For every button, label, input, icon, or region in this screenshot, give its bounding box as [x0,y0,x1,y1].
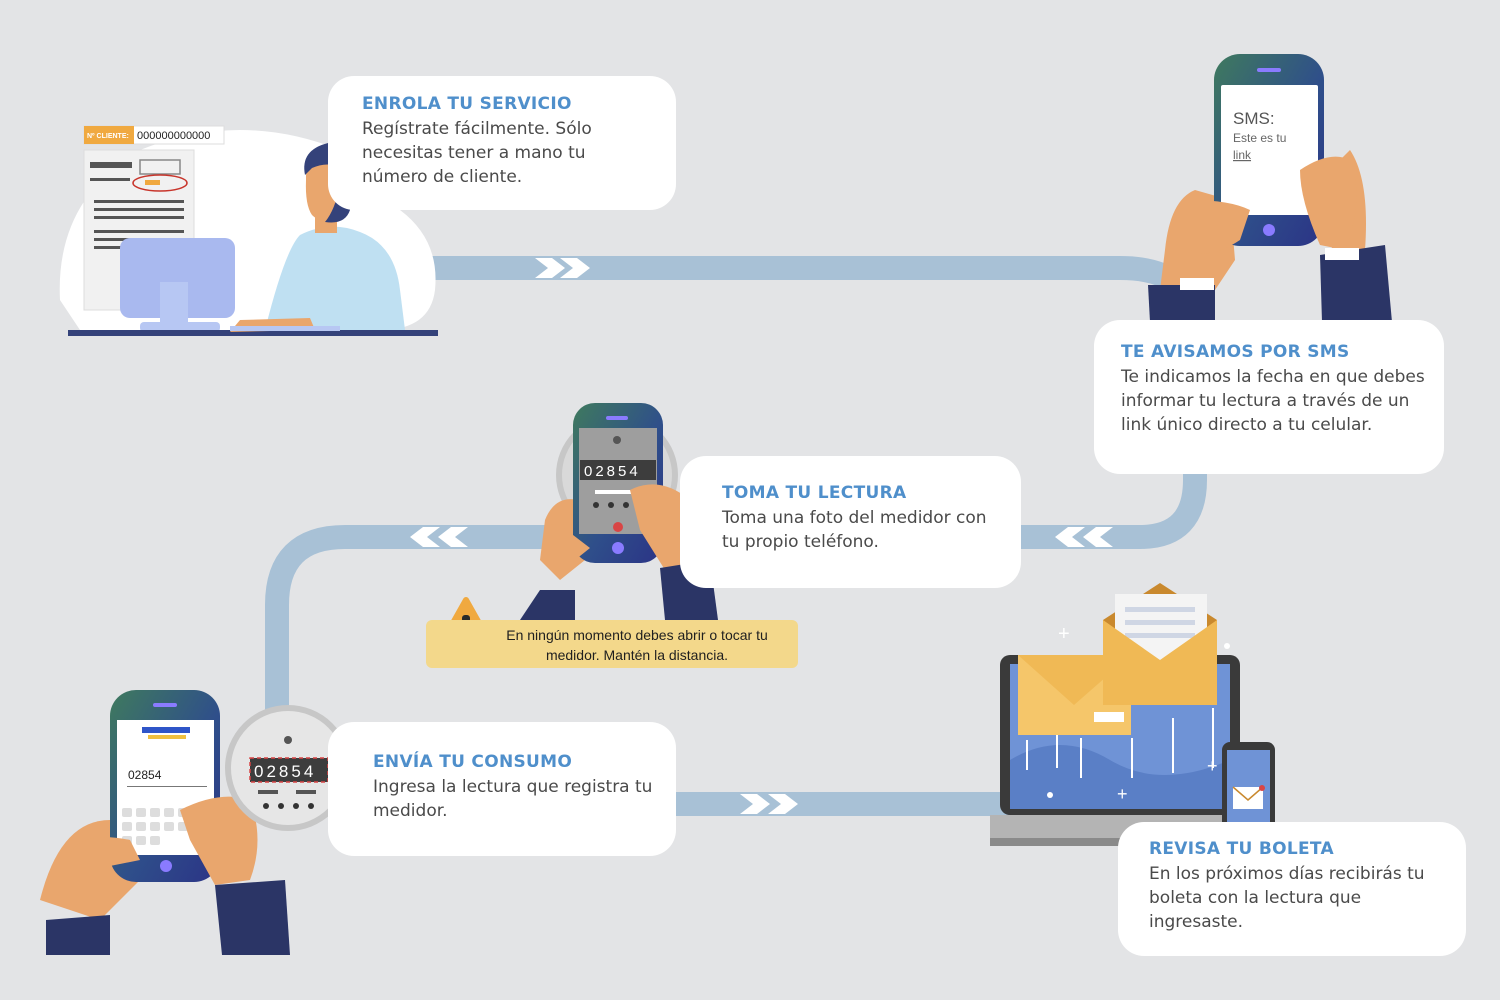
step-title: ENROLA TU SERVICIO [362,94,572,114]
sms-line: Este es tu [1233,131,1286,145]
chevron-left-icon [1055,527,1113,547]
phone-camera-meter-illustration: 02854 [520,403,718,620]
client-number-label: Nº CLIENTE: [87,133,129,140]
sms-screen [1221,85,1318,215]
svg-text:+: + [1207,756,1218,776]
step-card-revisa: REVISA TU BOLETA En los próximos días re… [1118,822,1466,956]
warning-text: En ningún momento debes abrir o tocar tu… [506,627,768,663]
meter-reading-camera: 02854 [584,463,641,480]
chevron-right-icon [535,258,590,278]
envelope-icon [1233,787,1263,809]
step-title: ENVÍA TU CONSUMO [373,752,573,772]
step-title: REVISA TU BOLETA [1149,839,1334,859]
sms-link: link [1233,148,1252,162]
step-body: Regístrate fácilmente. Sólo necesitas te… [362,119,592,187]
step-title: TE AVISAMOS POR SMS [1121,342,1350,362]
step-title: TOMA TU LECTURA [722,483,907,503]
client-number-value: 000000000000 [137,130,210,142]
step-card-sms: TE AVISAMOS POR SMS Te indicamos la fech… [1094,320,1444,474]
step-body: Toma una foto del medidor con tu propio … [722,508,987,552]
warning-banner: En ningún momento debes abrir o tocar tu… [426,620,798,668]
step-body: En los próximos días recibirás tu boleta… [1149,864,1425,932]
svg-text:+: + [1058,623,1070,645]
step-card-enrola: ENROLA TU SERVICIO Regístrate fácilmente… [328,76,676,210]
step-body: Te indicamos la fecha en que debes infor… [1121,367,1425,435]
step-card-envia: ENVÍA TU CONSUMO Ingresa la lectura que … [328,722,676,856]
svg-text:+: + [1117,784,1128,804]
phone-app-meter-illustration: 02854 02854 [40,690,351,955]
step-card-toma: TOMA TU LECTURA Toma una foto del medido… [680,456,1021,588]
sms-heading: SMS: [1233,109,1275,128]
meter-reading-dial: 02854 [254,762,316,781]
phone-sms-illustration: SMS: Este es tu link [1148,54,1392,322]
laptop-envelope-illustration: + + + [990,583,1275,846]
chevron-right-icon [740,794,798,814]
step-body: Ingresa la lectura que registra tu medid… [373,777,653,821]
chevron-left-icon [410,527,468,547]
reading-input: 02854 [128,768,162,782]
